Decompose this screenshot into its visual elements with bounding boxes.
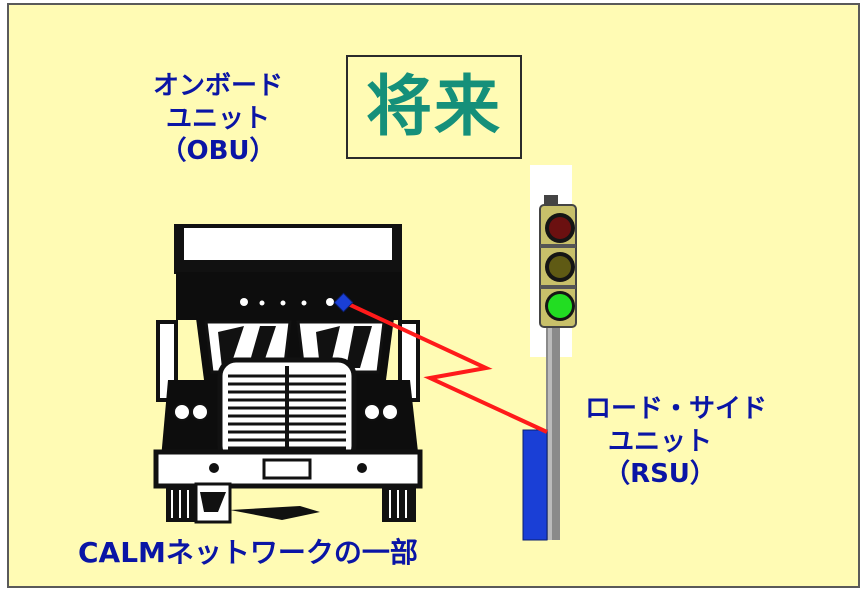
radio-link-icon bbox=[343, 300, 548, 434]
rsu-unit-icon bbox=[522, 429, 548, 541]
obu-marker-icon bbox=[333, 292, 354, 313]
rsu-label-line-2: ユニット bbox=[607, 426, 712, 457]
truck-icon bbox=[153, 224, 423, 524]
obu-label-line-2: ユニット bbox=[165, 103, 270, 134]
rsu-label: ロード・サイド ユニット （RSU） bbox=[585, 393, 768, 491]
future-label-box: 将来 bbox=[346, 55, 522, 159]
rsu-label-line-1: ロード・サイド bbox=[585, 394, 768, 424]
traffic-light-icon bbox=[530, 165, 577, 540]
obu-label-line-3: （OBU） bbox=[160, 136, 276, 166]
obu-label-line-1: オンボード bbox=[152, 71, 283, 101]
future-label: 将来 bbox=[366, 68, 502, 145]
caption: CALMネットワークの一部 bbox=[78, 536, 418, 569]
rsu-label-line-3: （RSU） bbox=[604, 459, 716, 489]
obu-label: オンボード ユニット （OBU） bbox=[118, 70, 318, 168]
